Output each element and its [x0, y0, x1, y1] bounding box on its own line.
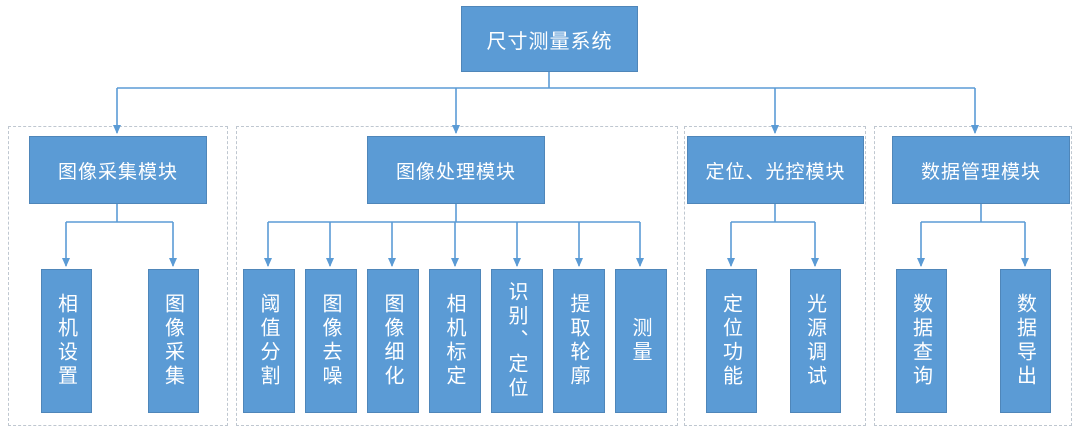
leaf-data-export: 数据导出: [1000, 269, 1051, 413]
leaf-light-adjustment: 光源调试: [790, 269, 841, 413]
leaf-image-capture: 图像采集: [148, 269, 199, 413]
module-image-processing: 图像处理模块: [367, 136, 545, 204]
leaf-data-query: 数据查询: [896, 269, 947, 413]
module-data-management: 数据管理模块: [892, 136, 1070, 204]
root-node: 尺寸测量系统: [461, 6, 638, 72]
leaf-measurement: 测量: [615, 269, 667, 413]
leaf-camera-calibration: 相机标定: [429, 269, 481, 413]
leaf-image-thinning: 图像细化: [367, 269, 419, 413]
leaf-recognition-positioning: 识别、定位: [491, 269, 543, 413]
leaf-image-denoise: 图像去噪: [305, 269, 357, 413]
leaf-positioning-function: 定位功能: [706, 269, 757, 413]
leaf-camera-settings: 相机设置: [41, 269, 92, 413]
module-positioning-light: 定位、光控模块: [687, 136, 864, 204]
module-image-acquisition: 图像采集模块: [29, 136, 207, 204]
leaf-threshold-segmentation: 阈值分割: [243, 269, 295, 413]
leaf-contour-extraction: 提取轮廓: [553, 269, 605, 413]
